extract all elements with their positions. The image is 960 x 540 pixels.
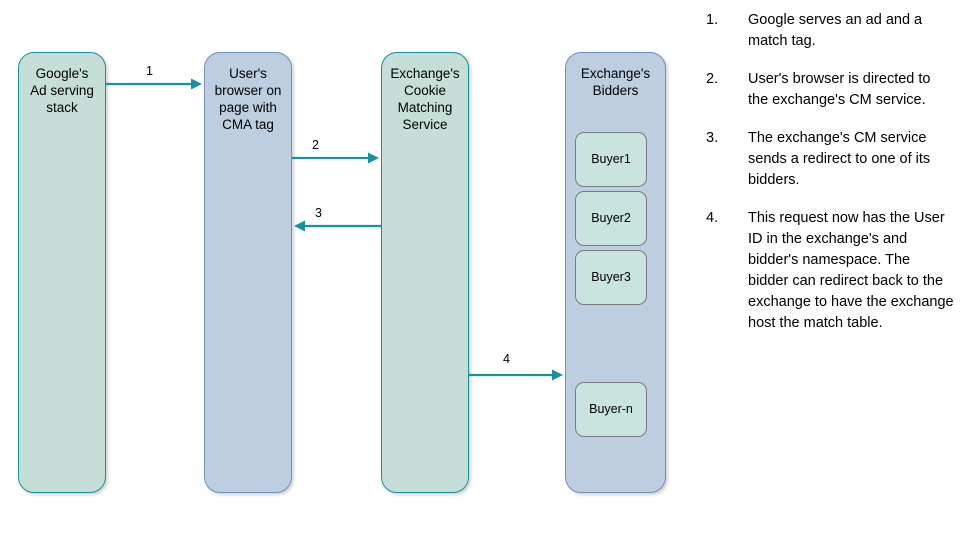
- step-text: Google serves an ad and a match tag.: [748, 12, 923, 49]
- arrow-1: [106, 78, 202, 90]
- arrow-label-3: 3: [315, 206, 322, 220]
- step-item: 1. Google serves an ad and a match tag.: [706, 10, 954, 52]
- arrow-2: [292, 152, 379, 164]
- step-number: 2.: [706, 71, 719, 87]
- step-item: 2. User's browser is directed to the exch…: [706, 69, 954, 111]
- buyer-box: Buyer-n: [575, 382, 647, 437]
- pillar-label: Exchange's Bidders: [580, 66, 651, 98]
- pillar-label: User's browser on page with CMA tag: [214, 66, 282, 132]
- arrow-label-4: 4: [503, 352, 510, 366]
- numbered-steps-list: 1. Google serves an ad and a match tag. 2.…: [706, 10, 954, 351]
- step-number: 1.: [706, 12, 719, 28]
- step-text: This request now has the User ID in the …: [748, 210, 954, 331]
- step-text: The exchange's CM service sends a redire…: [748, 130, 931, 188]
- step-number: 4.: [706, 210, 719, 226]
- arrow-label-1: 1: [146, 64, 153, 78]
- pillar-label: Exchange's Cookie Matching Service: [390, 66, 460, 132]
- arrow-4: [469, 369, 563, 381]
- buyer-box: Buyer1: [575, 132, 647, 187]
- pillar-users-browser: User's browser on page with CMA tag: [204, 52, 292, 493]
- buyer-box: Buyer3: [575, 250, 647, 305]
- arrow-3: [294, 220, 381, 232]
- buyer-box: Buyer2: [575, 191, 647, 246]
- step-item: 4. This request now has the User ID in th…: [706, 208, 954, 334]
- step-text: User's browser is directed to the exchan…: [748, 71, 931, 108]
- step-number: 3.: [706, 130, 719, 146]
- pillar-label: Google's Ad serving stack: [30, 66, 94, 115]
- pillar-exchange-cookie-matching-service: Exchange's Cookie Matching Service: [381, 52, 469, 493]
- pillar-google-ad-serving-stack: Google's Ad serving stack: [18, 52, 106, 493]
- step-item: 3. The exchange's CM service sends a redi…: [706, 128, 954, 191]
- arrow-label-2: 2: [312, 138, 319, 152]
